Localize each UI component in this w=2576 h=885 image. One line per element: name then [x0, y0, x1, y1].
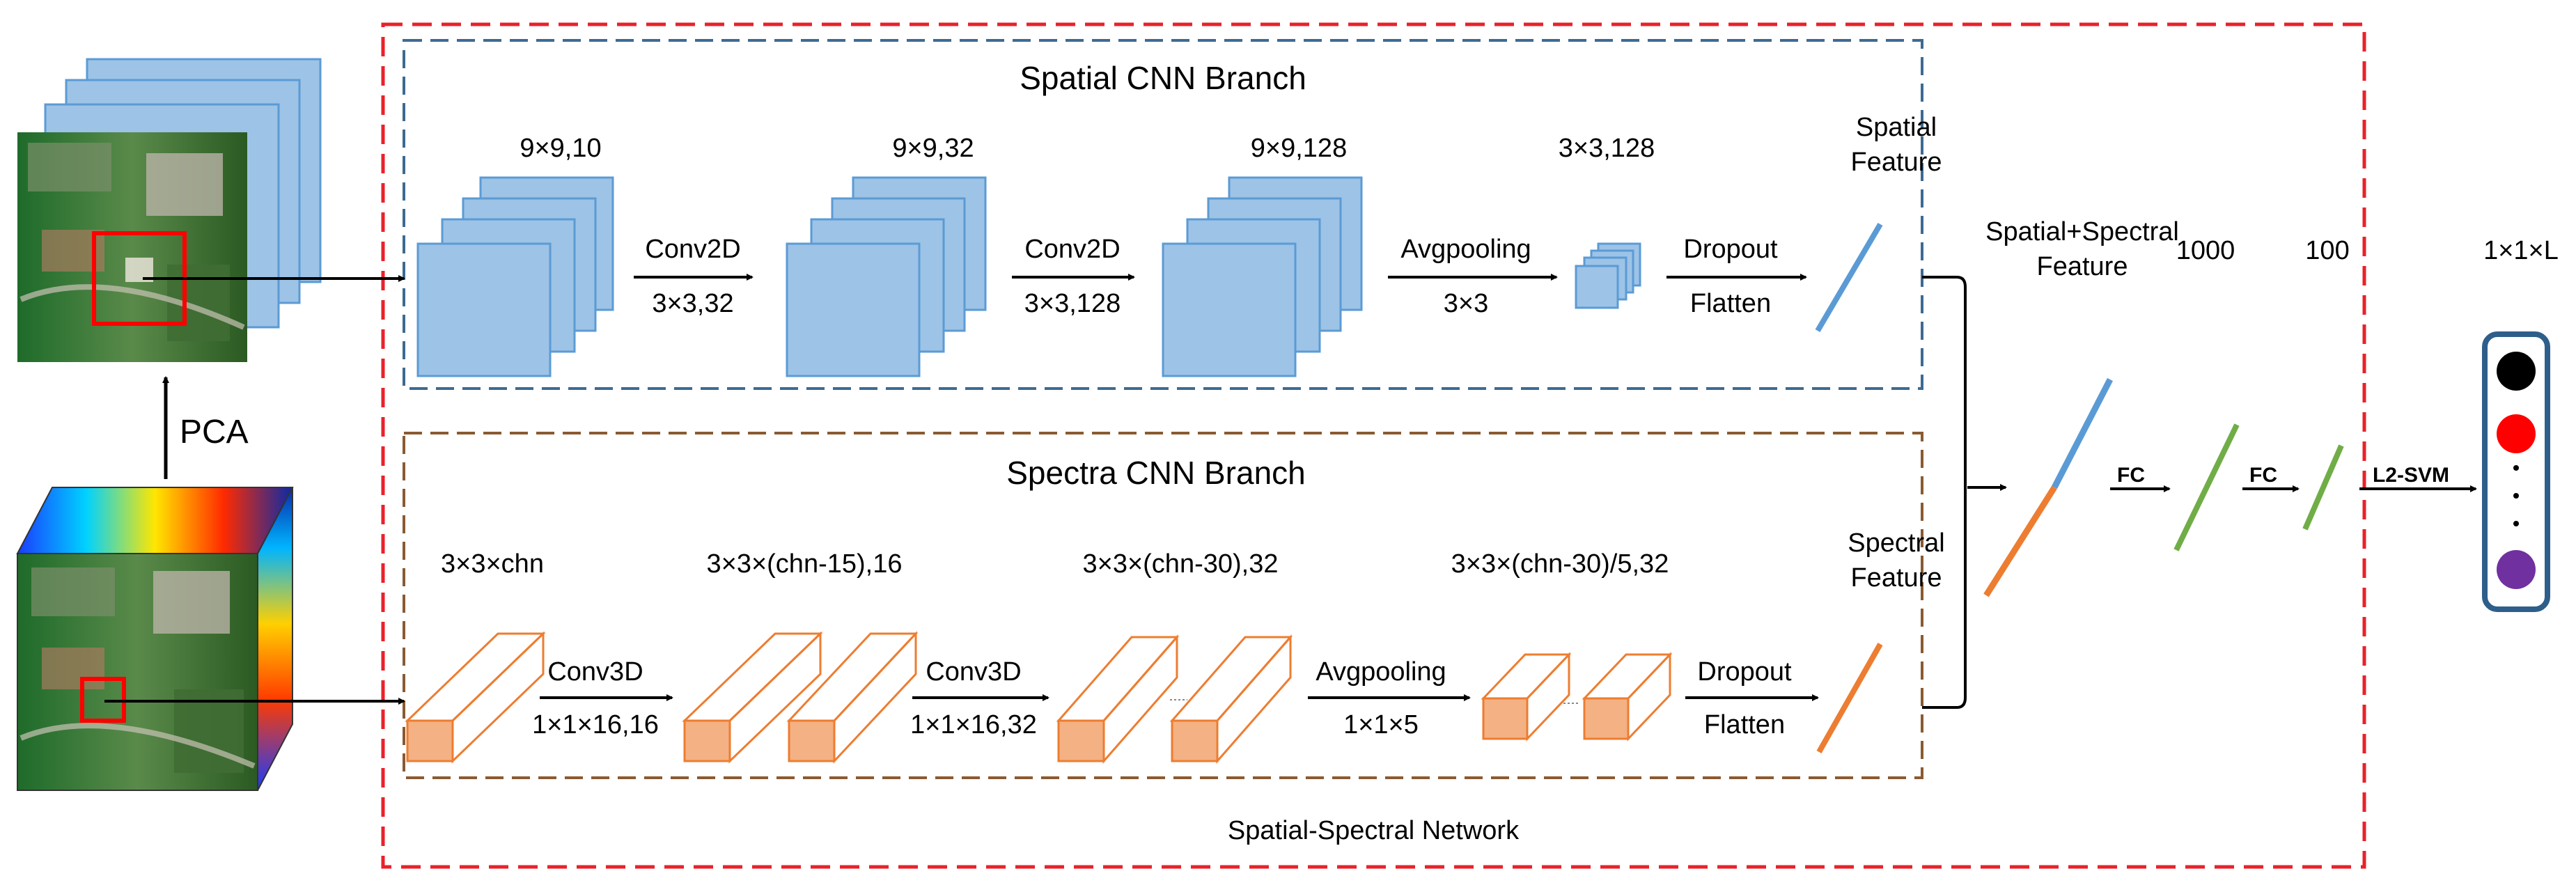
- spatial-op-4-bottom: Flatten: [1690, 289, 1771, 318]
- fusion-label-2: Feature: [2037, 252, 2128, 281]
- spectral-dim-2: 3×3×(chn-15),16: [707, 549, 903, 579]
- spectral-dim-3: 3×3×(chn-30),32: [1083, 549, 1279, 579]
- ellipsis-dot-2: [2513, 493, 2519, 499]
- spatial-op-2-bottom: 3×3,128: [1024, 289, 1121, 318]
- spectral-branch-title: Spectra CNN Branch: [1006, 455, 1306, 491]
- svm-label: L2-SVM: [2373, 464, 2449, 487]
- output-dim: 1×1×L: [2483, 236, 2559, 265]
- spatial-dim-4: 3×3,128: [1559, 134, 1655, 163]
- spatial-op-4-top: Dropout: [1683, 235, 1778, 264]
- fused-vector-spectral: [1983, 485, 2057, 597]
- merge-brace: [1922, 276, 1967, 709]
- ellipsis-dot-1: [2513, 465, 2519, 471]
- fc2-vector: [2302, 444, 2344, 531]
- spatial-block-1: [416, 176, 614, 377]
- spatial-dim-2: 9×9,32: [892, 134, 974, 163]
- spatial-op-3-bottom: 3×3: [1444, 289, 1488, 318]
- fc2-label: FC: [2249, 464, 2277, 487]
- spectral-block-2b: [786, 631, 919, 764]
- spatial-block-2: [786, 176, 987, 377]
- spatial-dim-1: 9×9,10: [520, 134, 601, 163]
- spatial-block-3: [1162, 176, 1363, 377]
- spectral-block-2a: [682, 631, 823, 764]
- pca-label: PCA: [180, 414, 249, 451]
- spatial-feature-label-1: Spatial: [1856, 113, 1937, 142]
- spectral-block-4b: [1582, 652, 1673, 742]
- spectral-op-3-top: Avgpooling: [1316, 657, 1446, 687]
- ellipsis-dot-3: [2513, 521, 2519, 526]
- hyperspectral-cube: [16, 487, 294, 791]
- spectral-block-4a: [1481, 652, 1572, 742]
- spatial-dim-3: 9×9,128: [1251, 134, 1347, 163]
- spectral-feature-label-1: Spectral: [1848, 528, 1944, 558]
- spectral-op-4-top: Dropout: [1697, 657, 1792, 687]
- spatial-feature-vector: [1815, 222, 1883, 333]
- spectral-op-1-top: Conv3D: [547, 657, 643, 687]
- class-node-3: [2497, 550, 2536, 589]
- pca-image-stack: [17, 58, 322, 362]
- fused-vector-spatial: [2052, 377, 2113, 490]
- spectral-feature-vector: [1816, 643, 1883, 753]
- spectral-op-4-bottom: Flatten: [1704, 710, 1785, 739]
- fc1-vector: [2173, 423, 2240, 551]
- network-label: Spatial-Spectral Network: [1228, 816, 1520, 845]
- spectral-block-1: [405, 631, 546, 764]
- spectral-feature-label-2: Feature: [1851, 563, 1942, 593]
- spectral-dim-4: 3×3×(chn-30)/5,32: [1451, 549, 1669, 579]
- spatial-branch-title: Spatial CNN Branch: [1020, 60, 1306, 96]
- spatial-op-1-top: Conv2D: [645, 235, 740, 264]
- spectral-op-1-bottom: 1×1×16,16: [532, 710, 659, 739]
- pca-image: [17, 132, 247, 362]
- spectral-branch-box: [403, 432, 1923, 779]
- spatial-branch-box: [403, 39, 1923, 390]
- class-node-2: [2497, 414, 2536, 453]
- spectral-block-3b: [1169, 634, 1293, 764]
- spectral-op-2-bottom: 1×1×16,32: [910, 710, 1037, 739]
- fc1-dim: 1000: [2176, 236, 2235, 265]
- spectral-dim-1: 3×3×chn: [441, 549, 544, 579]
- fc2-dim: 100: [2305, 236, 2349, 265]
- spatial-op-1-bottom: 3×3,32: [652, 289, 733, 318]
- spectral-op-2-top: Conv3D: [926, 657, 1021, 687]
- spectral-block-3a: [1056, 634, 1180, 764]
- fusion-label-1: Spatial+Spectral: [1985, 217, 2179, 246]
- spatial-op-2-top: Conv2D: [1024, 235, 1120, 264]
- output-box: [2482, 331, 2550, 612]
- spectral-op-3-bottom: 1×1×5: [1343, 710, 1419, 739]
- spatial-block-4: [1575, 242, 1641, 309]
- class-node-1: [2497, 352, 2536, 391]
- spatial-feature-label-2: Feature: [1851, 148, 1942, 177]
- network-boundary: [381, 22, 2366, 869]
- spatial-op-3-top: Avgpooling: [1400, 235, 1531, 264]
- fc1-label: FC: [2117, 464, 2145, 487]
